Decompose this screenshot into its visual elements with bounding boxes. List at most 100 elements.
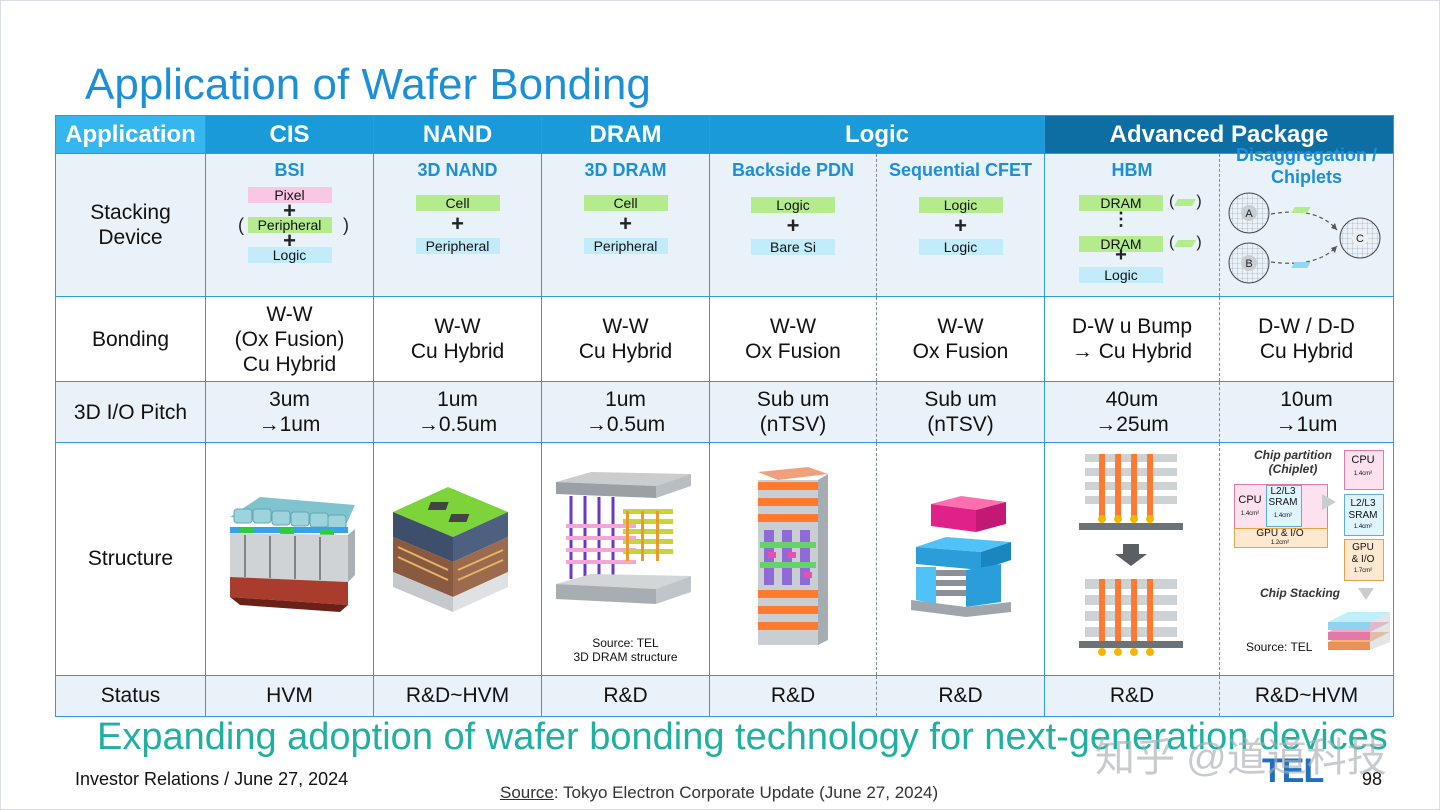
pitch-value: Sub um (nTSV) [924, 388, 997, 436]
device-hbm: HBM DRAM () ⋮ DRAM () + Logic [1044, 153, 1220, 297]
device-backside-pdn: Backside PDN Logic + Bare Si [709, 153, 877, 297]
plus-icon: + [786, 213, 800, 238]
mono-cpu-label: CPU [1238, 494, 1262, 506]
pitch-value: 3um →1um [258, 388, 321, 436]
source-text: : Tokyo Electron Corporate Update (June … [553, 783, 939, 802]
chiplet-structure-cell: Chip partition (Chiplet) CPU 1.4cm² L2/L… [1220, 444, 1393, 674]
nand-peripheral-layer: Peripheral [415, 238, 500, 254]
label-status: Status [55, 675, 206, 717]
device-title: 3D DRAM [584, 160, 667, 180]
status-dram: R&D [541, 675, 710, 717]
status-nand: R&D~HVM [373, 675, 542, 717]
pitch-row: 3D I/O Pitch 3um →1um 1um →0.5um 1um →0.… [55, 381, 1394, 443]
status-cis: HVM [205, 675, 374, 717]
status-chiplets: R&D~HVM [1219, 675, 1394, 717]
chiplet-gpu-area: 1.7cm² [1353, 568, 1373, 574]
label-stacking-device: Stacking Device [55, 153, 206, 297]
pitch-value: 10um →1um [1275, 388, 1338, 436]
bonding-value: W-W Cu Hybrid [410, 315, 505, 363]
structure-row: Structure [55, 442, 1394, 676]
device-title: 3D NAND [417, 160, 498, 180]
mono-gpu-label: GPU & I/O [1256, 528, 1304, 539]
cfet-illustration [910, 495, 1011, 617]
slide-title: Application of Wafer Bonding [85, 60, 651, 109]
adv-source-caption: Source: TEL [1246, 640, 1313, 654]
pitch-value: 40um →25um [1095, 388, 1169, 436]
pitch-cfet: Sub um (nTSV) [876, 381, 1045, 443]
down-arrow-icon [1358, 588, 1374, 600]
structure-cfet [876, 442, 1045, 676]
page-number: 98 [1362, 769, 1383, 789]
pitch-value: 1um →0.5um [585, 388, 666, 436]
wafer-a-label: A [1245, 208, 1253, 220]
bonding-value: D-W u Bump → Cu Hybrid [1071, 315, 1193, 363]
chiplet-cpu-label: CPU [1351, 454, 1375, 466]
bonding-cfet: W-W Ox Fusion [876, 296, 1045, 382]
wafer-c-label: C [1356, 233, 1364, 245]
header-dram: DRAM [541, 115, 710, 154]
status-cfet: R&D [876, 675, 1045, 717]
arrow-icon [1270, 245, 1337, 264]
ellipsis-icon: ⋮ [1112, 209, 1130, 229]
mono-cpu-area: 1.4cm² [1240, 511, 1260, 517]
chiplet-sram-area: 1.4cm² [1353, 524, 1373, 530]
dram-peripheral-layer: Peripheral [583, 238, 668, 254]
nand-structure-illustration [392, 486, 508, 612]
paren-open: ( [238, 215, 244, 235]
dram-structure-cell: Source: TEL 3D DRAM structure [542, 444, 709, 674]
header-logic: Logic [709, 115, 1045, 154]
header-application: Application [55, 115, 206, 154]
structure-cis [205, 442, 374, 676]
mono-sram-label: L2/L3 SRAM [1268, 486, 1298, 508]
mono-sram-area: 1.4cm² [1273, 513, 1293, 519]
device-3d-nand: 3D NAND Cell + Peripheral [373, 153, 542, 297]
chiplet-gpu-label: GPU & I/O [1351, 542, 1375, 565]
bonding-value: D-W / D-D Cu Hybrid [1258, 315, 1355, 363]
status-backside-pdn: R&D [709, 675, 877, 717]
hbm-dram-mid-layer: DRAM [1079, 236, 1163, 252]
bsi-pixel-layer: Pixel [247, 187, 332, 203]
watermark: 知乎 @道道科技 [1095, 736, 1387, 780]
chip-partition-label: Chip partition (Chiplet) [1254, 448, 1332, 476]
label-pitch: 3D I/O Pitch [55, 381, 206, 443]
hbm-illustration [1079, 454, 1183, 656]
right-arrow-icon [1322, 494, 1336, 510]
arrow-icon [1270, 210, 1337, 230]
bsi-logic-layer: Logic [247, 247, 332, 263]
plus-icon: + [283, 228, 296, 253]
dram-structure-illustration [556, 472, 691, 604]
bonding-cis: W-W (Ox Fusion) Cu Hybrid [205, 296, 374, 382]
plus-icon: + [451, 211, 464, 236]
device-title: Disaggregation / Chiplets [1235, 144, 1378, 187]
dram-stack: Cell + Peripheral [542, 183, 709, 291]
chiplet-sram [1344, 494, 1384, 536]
structure-chiplets: Chip partition (Chiplet) CPU 1.4cm² L2/L… [1219, 442, 1394, 676]
bonding-backside-pdn: W-W Ox Fusion [709, 296, 877, 382]
cfet-logic-top-layer: Logic [918, 197, 1003, 213]
stacking-device-row: Stacking Device BSI Pixel + ( Peripheral… [55, 145, 1394, 297]
device-chiplets: Disaggregation / Chiplets A B C [1219, 145, 1394, 297]
tel-logo: TEL [1262, 752, 1324, 790]
mono-gpu-block [1234, 528, 1328, 548]
chiplet-sram-label: L2/L3 SRAM [1348, 498, 1378, 521]
device-sequential-cfet: Sequential CFET Logic + Logic [876, 153, 1045, 297]
chiplet-cpu [1344, 450, 1384, 490]
pdn-stack: Logic + Bare Si [710, 183, 876, 291]
dram-cell-layer: Cell [583, 195, 668, 211]
investor-relations-date: Investor Relations / June 27, 2024 [75, 769, 349, 789]
source-note: Source: Tokyo Electron Corporate Update … [500, 783, 938, 803]
structure-dram: Source: TEL 3D DRAM structure [541, 442, 710, 676]
label-bonding: Bonding [55, 296, 206, 382]
label-structure: Structure [55, 442, 206, 676]
device-title: Sequential CFET [888, 160, 1032, 180]
chiplet-cpu-area: 1.4cm² [1353, 471, 1373, 477]
pitch-chiplets: 10um →1um [1219, 381, 1394, 443]
bonding-row: Bonding W-W (Ox Fusion) Cu Hybrid W-W Cu… [55, 296, 1394, 382]
bonding-value: W-W (Ox Fusion) Cu Hybrid [234, 302, 345, 376]
hbm-logic-layer: Logic [1079, 267, 1163, 283]
paren-close: ) [343, 215, 349, 235]
device-title: HBM [1111, 160, 1153, 180]
device-bsi: BSI Pixel + ( Peripheral ) + Logic [205, 153, 374, 297]
pitch-hbm: 40um →25um [1044, 381, 1220, 443]
label-stacking-device-text: Stacking Device [90, 201, 171, 249]
